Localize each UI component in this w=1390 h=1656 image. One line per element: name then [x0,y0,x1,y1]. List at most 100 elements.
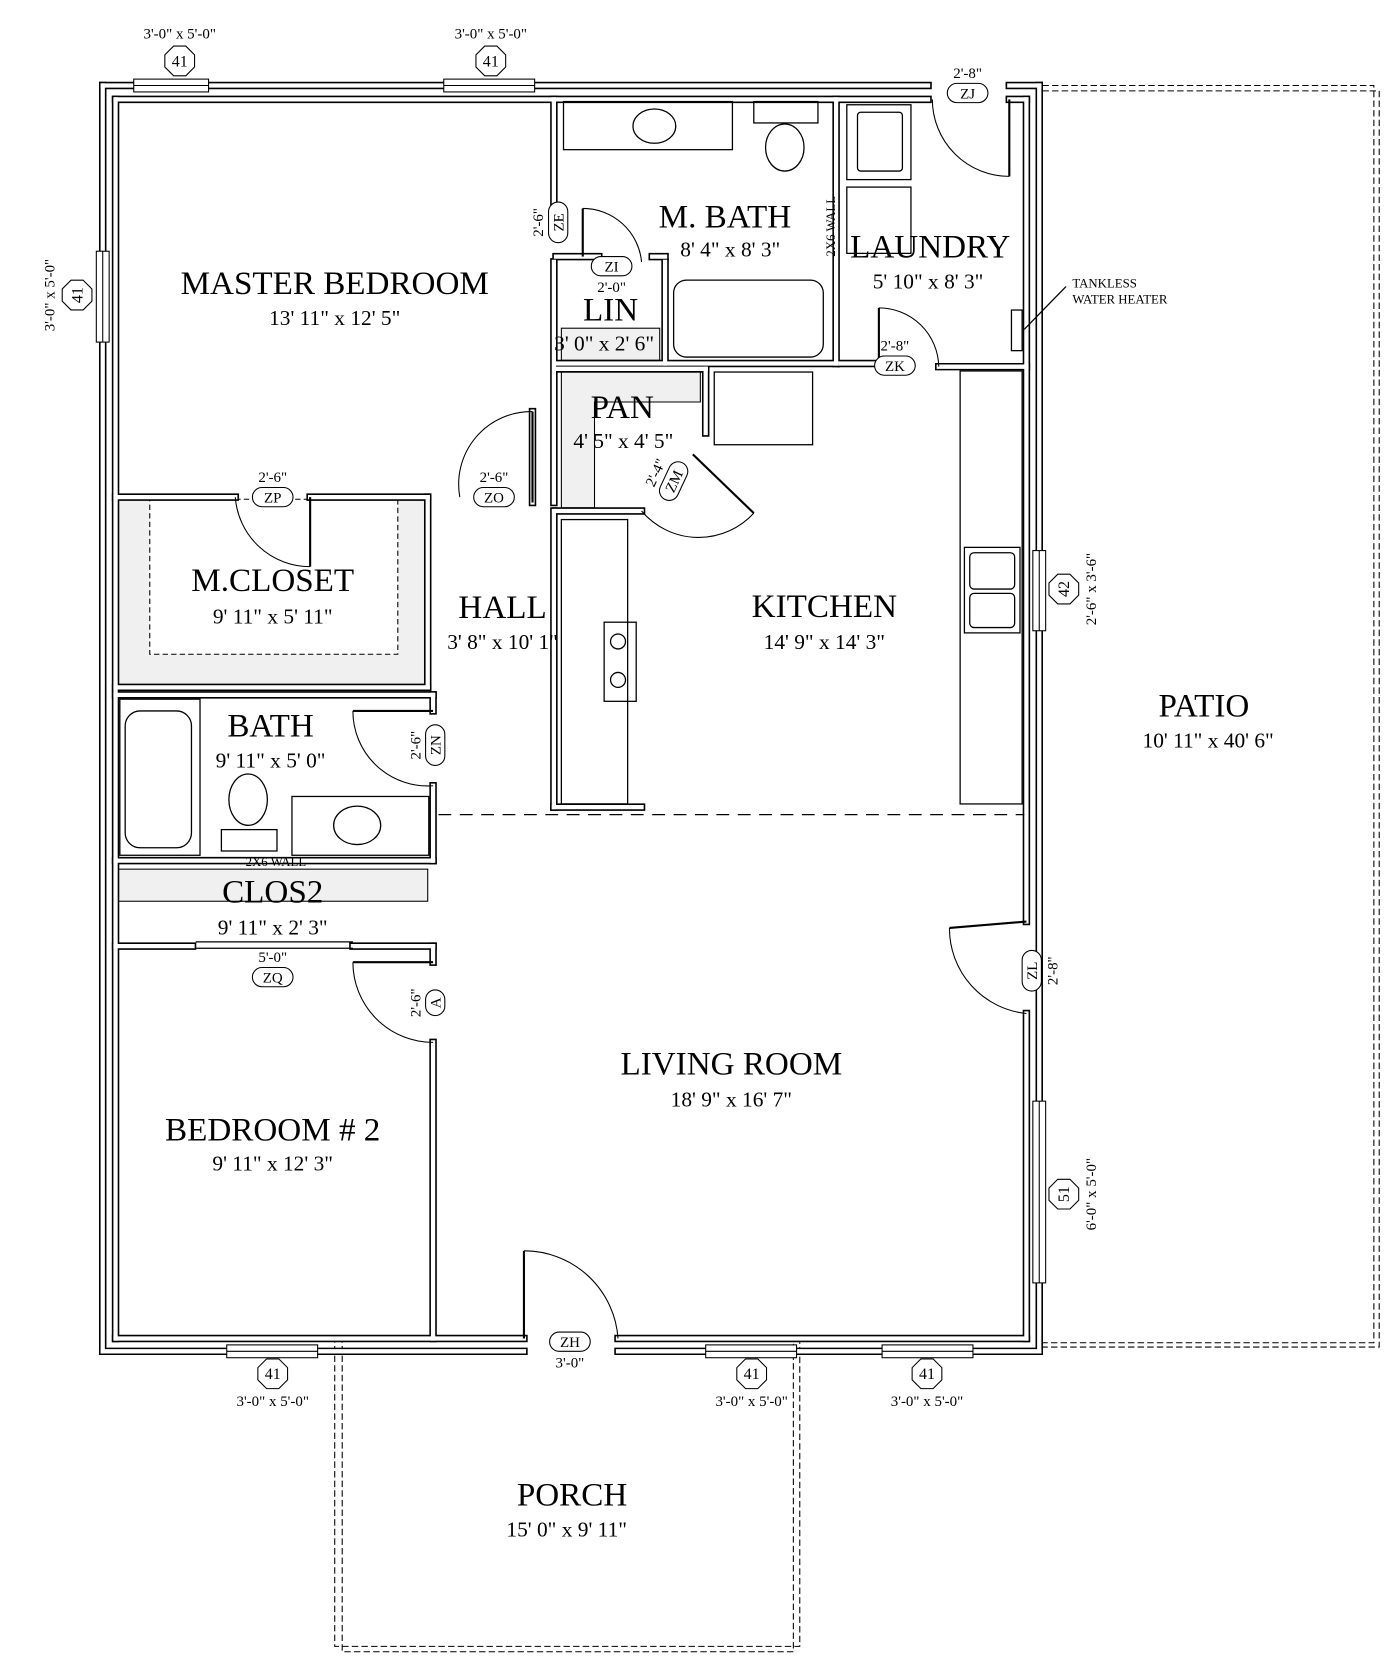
window-number: 51 [1056,1186,1073,1202]
door-swing-arc [234,497,311,568]
pill-outline [425,989,446,1017]
bathtub-icon [672,279,824,358]
room-name: PORCH [517,1476,627,1513]
room-dims: 9' 11" x 12' 3" [212,1152,333,1176]
room-name: CLOS2 [222,873,323,910]
door-size: 2'-8" [881,339,910,355]
door-swing-arc [948,927,1027,1015]
room-name: BEDROOM # 2 [165,1112,380,1149]
pill-outline [658,461,689,501]
toilet-tank [753,100,819,124]
door-tag: ZP [264,490,281,506]
door-tag-zn: ZN2'-6" [408,724,446,766]
bath-tub-icon [119,698,201,856]
window-size: 3'-0" x 5'-0" [455,26,527,42]
window-number: 41 [919,1366,935,1383]
octagon-icon [61,279,93,311]
room-name: LIN [583,292,638,329]
door-tag-ze: ZE 2'-6" [531,201,569,244]
door-tag: A [429,997,445,1008]
room-labels: MASTER BEDROOM 13' 11" x 12' 5" M. BATH … [165,199,1274,1542]
door-tag: ZN [429,735,445,755]
room-name: M. BATH [659,199,792,236]
room-dims: 3' 8" x 10' 1" [447,630,558,654]
porch-outline [334,1336,801,1653]
window-size: 3'-0" x 5'-0" [43,259,59,331]
kitchen-sink-icon [963,546,1021,634]
room-dims: 15' 0" x 9' 11" [506,1517,627,1541]
pill-outline [548,201,569,244]
room-name: PATIO [1158,687,1249,724]
water-heater-icon [1010,309,1023,352]
window-tag: 413'-0" x 5'-0" [237,1358,309,1410]
dryer-icon [846,186,912,255]
wall-note: 2X6 WALL [824,196,838,257]
room-name: HALL [458,589,546,626]
window-number: 41 [69,287,86,303]
door-tag-zo: ZO 2'-6" [473,470,515,508]
room-dims: 9' 11" x 5' 0" [216,749,326,773]
door-tag: ZK [885,359,905,375]
door-size: 2'-6" [258,470,287,486]
door-swing-arc [931,99,1010,177]
wall-note: 2X6 WALL [246,855,307,869]
room-dims: 9' 11" x 5' 11" [213,604,333,628]
window-number: 41 [483,53,499,70]
door-size: 2'-6" [531,208,547,237]
window-size: 3'-0" x 5'-0" [715,1394,787,1410]
window-tags: 41 3'-0" x 5'-0" 41 3'-0" x 5'-0" 41 3'-0" … [43,26,1100,1409]
door-tag: ZQ [263,970,283,986]
door-tag-zm: ZM2'-4" [643,457,689,501]
door-tag: ZO [484,490,504,506]
window-size: 3'-0" x 5'-0" [237,1394,309,1410]
octagon-icon [1048,573,1080,605]
window-tag: 41 3'-0" x 5'-0" [455,26,527,77]
door-swings [234,99,1027,1339]
lin-shelf [560,327,661,361]
room-dims: 8' 4" x 8' 3" [680,238,780,262]
door-tag: ZI [605,260,619,276]
door-tag-zq: ZQ5'-0" [251,950,294,988]
door-swing-arc [352,962,434,1043]
pill-outline [549,1331,591,1352]
pill-outline [946,82,989,104]
door-tag-zk: ZK 2'-8" [874,339,916,376]
room-dims: 9' 11" x 2' 3" [218,915,328,939]
m-closet-floor [149,498,399,655]
door-swing-arc [352,710,434,787]
door-tag: ZE [552,213,568,231]
door-size: 2'-6" [480,470,509,486]
octagon-icon [911,1358,943,1390]
octagon-icon [736,1358,768,1390]
door-leaf [949,920,1027,930]
room-name: KITCHEN [752,588,897,625]
pill-outline [425,724,446,766]
window-size: 3'-0" x 5'-0" [143,26,215,42]
door-size: 2'-0" [597,280,626,296]
door-swing-arc [641,510,755,538]
door-swing-arc [523,1250,619,1339]
door-tag-zp: ZP 2'-6" [251,470,294,508]
door-size: 3'-0" [556,1355,585,1371]
door-tag-a: A2'-6" [408,988,446,1017]
heater-note: WATER HEATER [1072,293,1167,307]
window-tag: 413'-0" x 5'-0" [715,1358,788,1410]
window-tag: 41 3'-0" x 5'-0" [143,26,216,77]
patio-outline [1042,84,1380,1348]
window-number: 41 [172,53,188,70]
door-size: 2'-8" [953,66,982,82]
kitchen-counter-right [959,370,1023,805]
window-size: 3'-0" x 5'-0" [891,1394,963,1410]
door-size: 2'-8" [1045,956,1061,985]
door-tag: ZH [560,1335,580,1351]
door-tag-zj: ZJ2'-8" [946,66,989,104]
pill-outline [590,256,633,277]
bath-sink-icon [333,805,382,846]
door-tag: ZL [1025,962,1041,980]
door-tag-zi: ZI 2'-0" [590,256,633,296]
door-swing-arc [878,307,940,367]
fixtures [119,100,1067,949]
room-name: BATH [227,708,313,745]
